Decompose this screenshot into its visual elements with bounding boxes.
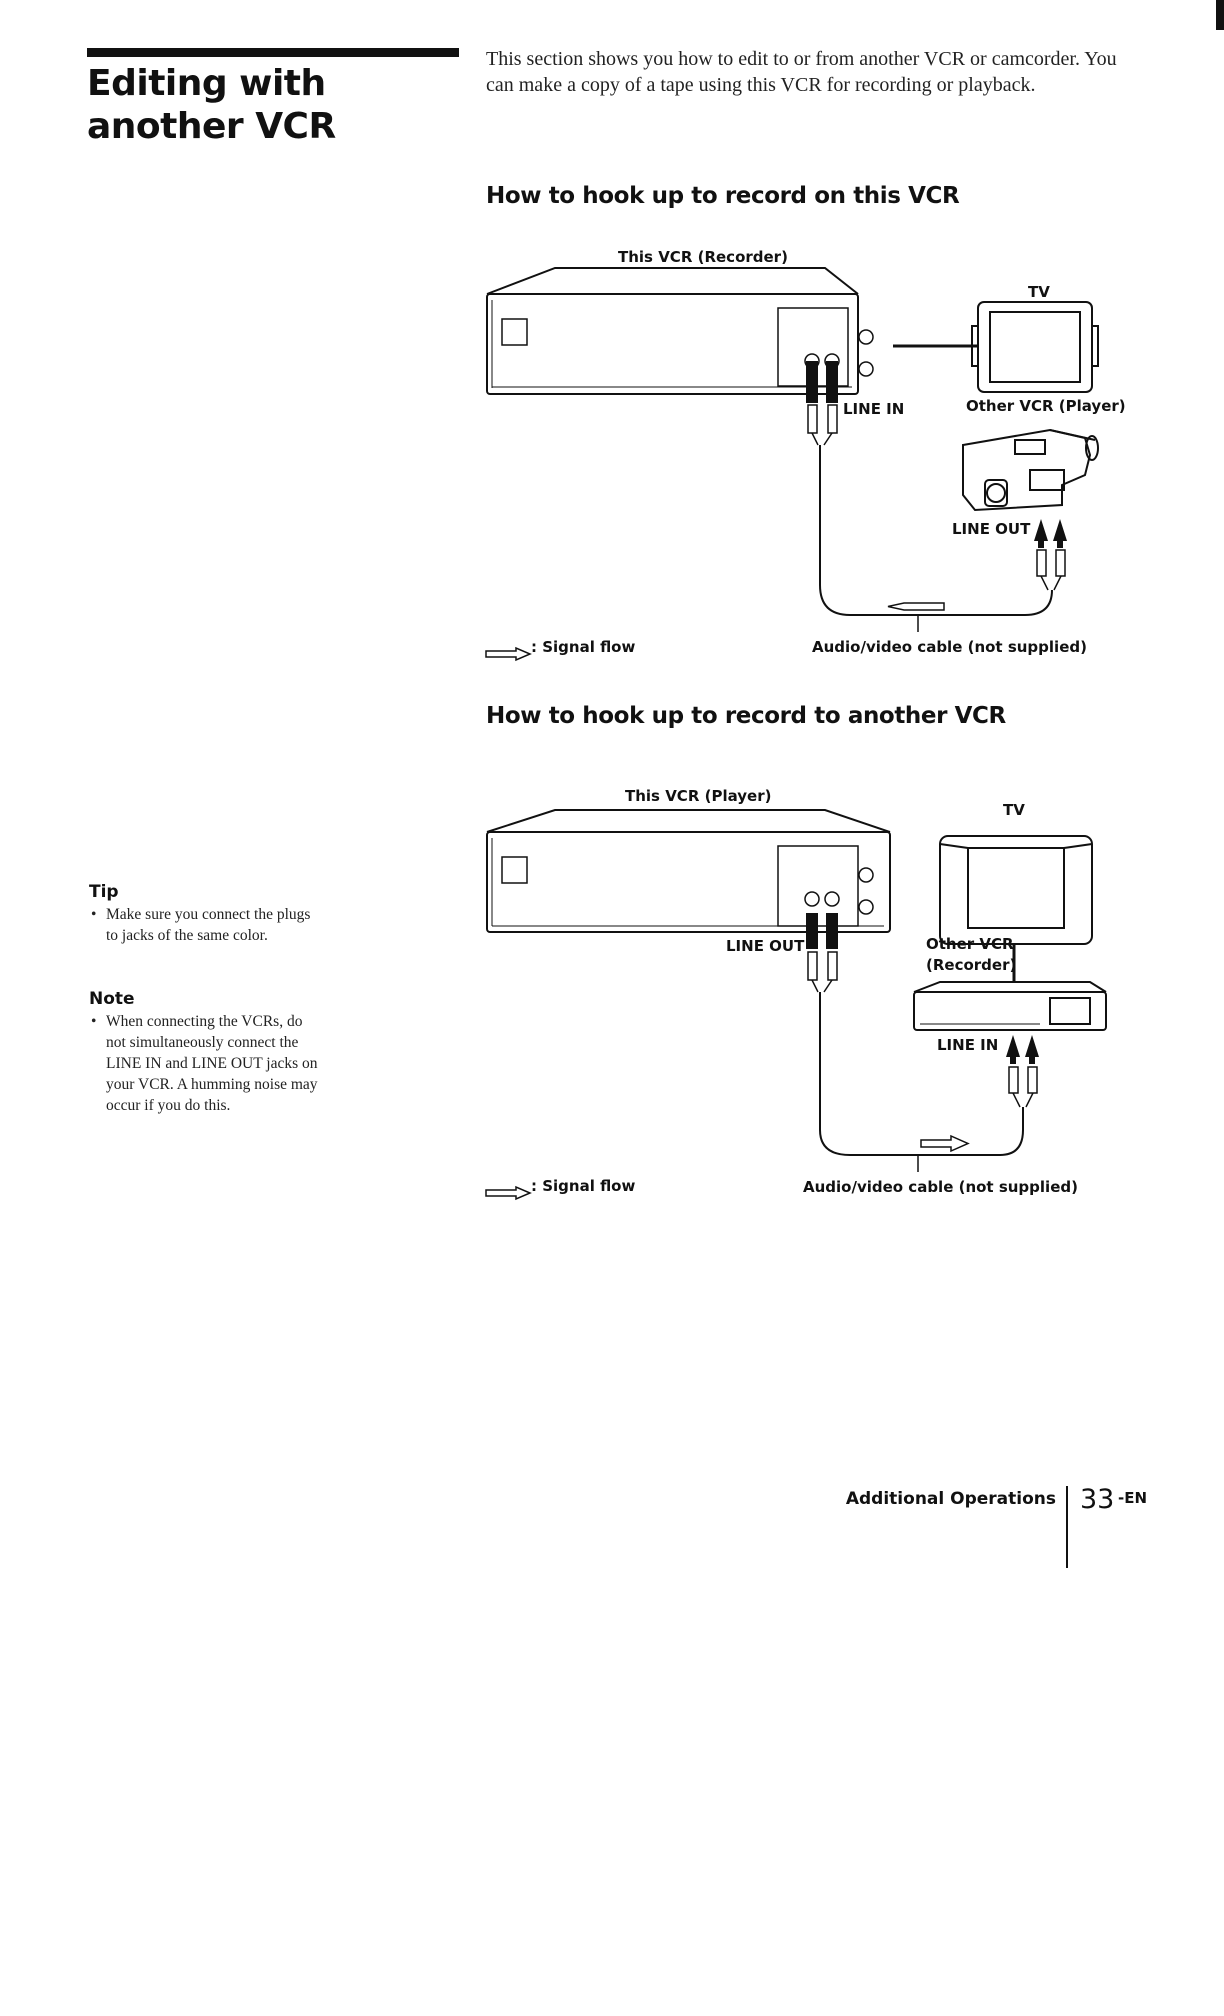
note-list: When connecting the VCRs, do not simulta… bbox=[89, 1011, 321, 1116]
av-cable bbox=[819, 992, 1024, 1156]
legend-arrow-icon bbox=[485, 1185, 532, 1201]
vcr-logo-icon bbox=[501, 318, 528, 346]
note-heading: Note bbox=[89, 989, 135, 1009]
vcr-logo-icon bbox=[501, 856, 528, 884]
legend-signal-flow-label: : Signal flow bbox=[531, 638, 635, 656]
tv-icon bbox=[939, 835, 1093, 945]
cable-label: Audio/video cable (not supplied) bbox=[803, 1178, 1078, 1196]
legend-signal-flow-label: : Signal flow bbox=[531, 1177, 635, 1195]
footer-section-label: Additional Operations bbox=[845, 1489, 1056, 1509]
section1-heading: How to hook up to record on this VCR bbox=[486, 183, 960, 209]
line-out-plugs bbox=[806, 913, 838, 949]
hookup-diagram-record-to-another-vcr: LINE OUT This VCR (Player) TV Other VCR … bbox=[485, 787, 1107, 1201]
camcorder-icon bbox=[962, 428, 1099, 512]
tip-heading: Tip bbox=[89, 882, 119, 902]
page-title: Editing with another VCR bbox=[87, 63, 336, 147]
legend-arrow-icon bbox=[485, 646, 532, 662]
section2-heading: How to hook up to record to another VCR bbox=[486, 703, 1006, 729]
av-cable bbox=[819, 445, 1053, 616]
cable-label: Audio/video cable (not supplied) bbox=[812, 638, 1087, 656]
this-vcr-player-label: This VCR (Player) bbox=[625, 787, 771, 805]
line-in-label: LINE IN bbox=[843, 400, 904, 418]
page-number: 33 bbox=[1080, 1484, 1115, 1515]
line-out-label: LINE OUT bbox=[726, 937, 805, 955]
line-in-arrows bbox=[1006, 1035, 1039, 1064]
signal-flow-arrow bbox=[887, 602, 945, 611]
line-in-plugs bbox=[806, 361, 838, 403]
footer-divider bbox=[1066, 1486, 1068, 1568]
tv-label: TV bbox=[1028, 283, 1050, 301]
tv-label: TV bbox=[1003, 801, 1025, 819]
other-vcr-recorder-label-line1: Other VCR bbox=[926, 935, 1014, 953]
vcr-icon bbox=[913, 981, 1107, 1031]
this-vcr-recorder-label: This VCR (Recorder) bbox=[618, 248, 788, 266]
line-in-label: LINE IN bbox=[937, 1036, 998, 1054]
signal-flow-arrow bbox=[920, 1134, 970, 1153]
hookup-diagram-record-on-this-vcr: LINE IN This VCR (Recorder) TV Other VCR… bbox=[485, 248, 1126, 662]
note-item: When connecting the VCRs, do not simulta… bbox=[89, 1011, 321, 1116]
page-number-suffix: -EN bbox=[1118, 1489, 1148, 1507]
tip-list: Make sure you connect the plugs to jacks… bbox=[89, 904, 317, 946]
intro-paragraph: This section shows you how to edit to or… bbox=[486, 48, 1117, 96]
tv-icon bbox=[971, 301, 1099, 393]
title-rule bbox=[87, 48, 459, 57]
edge-tab-mark bbox=[1216, 0, 1224, 30]
line-out-arrows bbox=[1034, 519, 1067, 548]
other-vcr-recorder-label-line2: (Recorder) bbox=[926, 956, 1016, 974]
tip-item: Make sure you connect the plugs to jacks… bbox=[89, 904, 317, 946]
other-vcr-player-label: Other VCR (Player) bbox=[966, 397, 1126, 415]
line-out-label: LINE OUT bbox=[952, 520, 1031, 538]
